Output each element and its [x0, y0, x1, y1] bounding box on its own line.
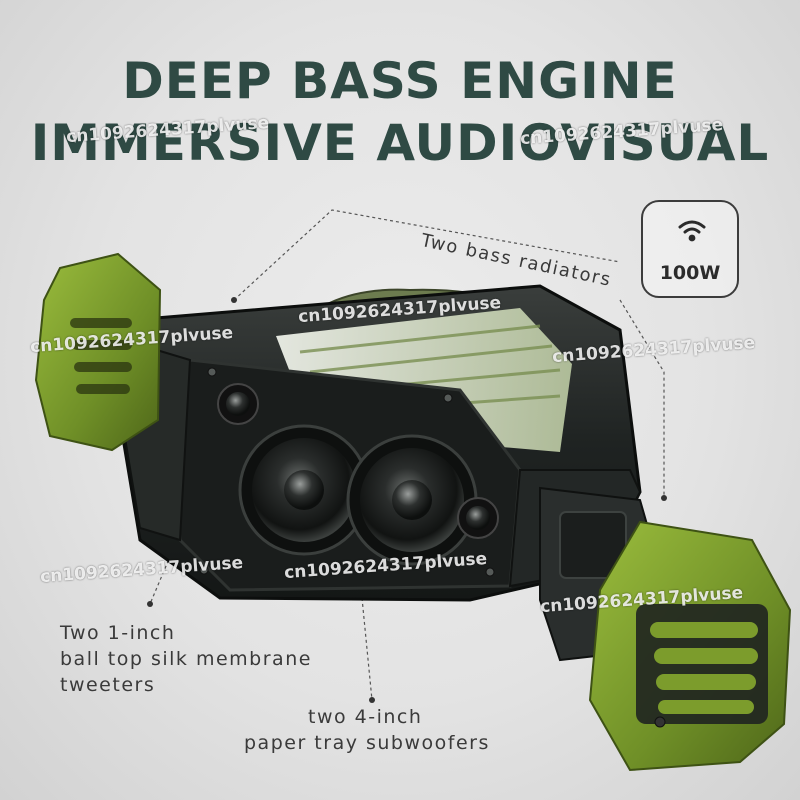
leader-line-radiator-left	[233, 209, 621, 301]
leader-dot-subwoofer	[369, 697, 375, 703]
leader-dot-radiator	[231, 297, 237, 303]
callout-subwoofers-line-1: two 4-inch	[308, 706, 423, 728]
leader-dot-tweeter	[147, 601, 153, 607]
wireless-signal-icon	[678, 220, 706, 242]
end-cap-right	[588, 520, 792, 772]
leader-line-subwoofer	[361, 597, 373, 701]
headline-line-1: DEEP BASS ENGINE	[122, 52, 678, 110]
tweeter-left	[217, 383, 259, 425]
callout-tweeters: Two 1-inch ball top silk membrane tweete…	[60, 620, 312, 698]
callout-tweeters-line-1: Two 1-inch	[60, 622, 176, 644]
tweeter-right	[457, 497, 499, 539]
end-cap-left	[34, 252, 162, 452]
callout-tweeters-line-3: tweeters	[60, 674, 156, 696]
power-badge: 100W	[641, 200, 739, 298]
power-badge-label: 100W	[659, 262, 721, 284]
subwoofer-right	[346, 434, 478, 566]
headline-line-2: IMMERSIVE AUDIOVISUAL	[30, 114, 770, 172]
leader-dot-radiator-right	[661, 495, 667, 501]
callout-subwoofers-line-2: paper tray subwoofers	[244, 732, 490, 754]
light-panel	[276, 308, 572, 452]
leader-line-radiator-right	[619, 299, 665, 498]
callout-subwoofers: two 4-inch paper tray subwoofers	[244, 704, 490, 756]
callout-tweeters-line-2: ball top silk membrane	[60, 648, 312, 670]
